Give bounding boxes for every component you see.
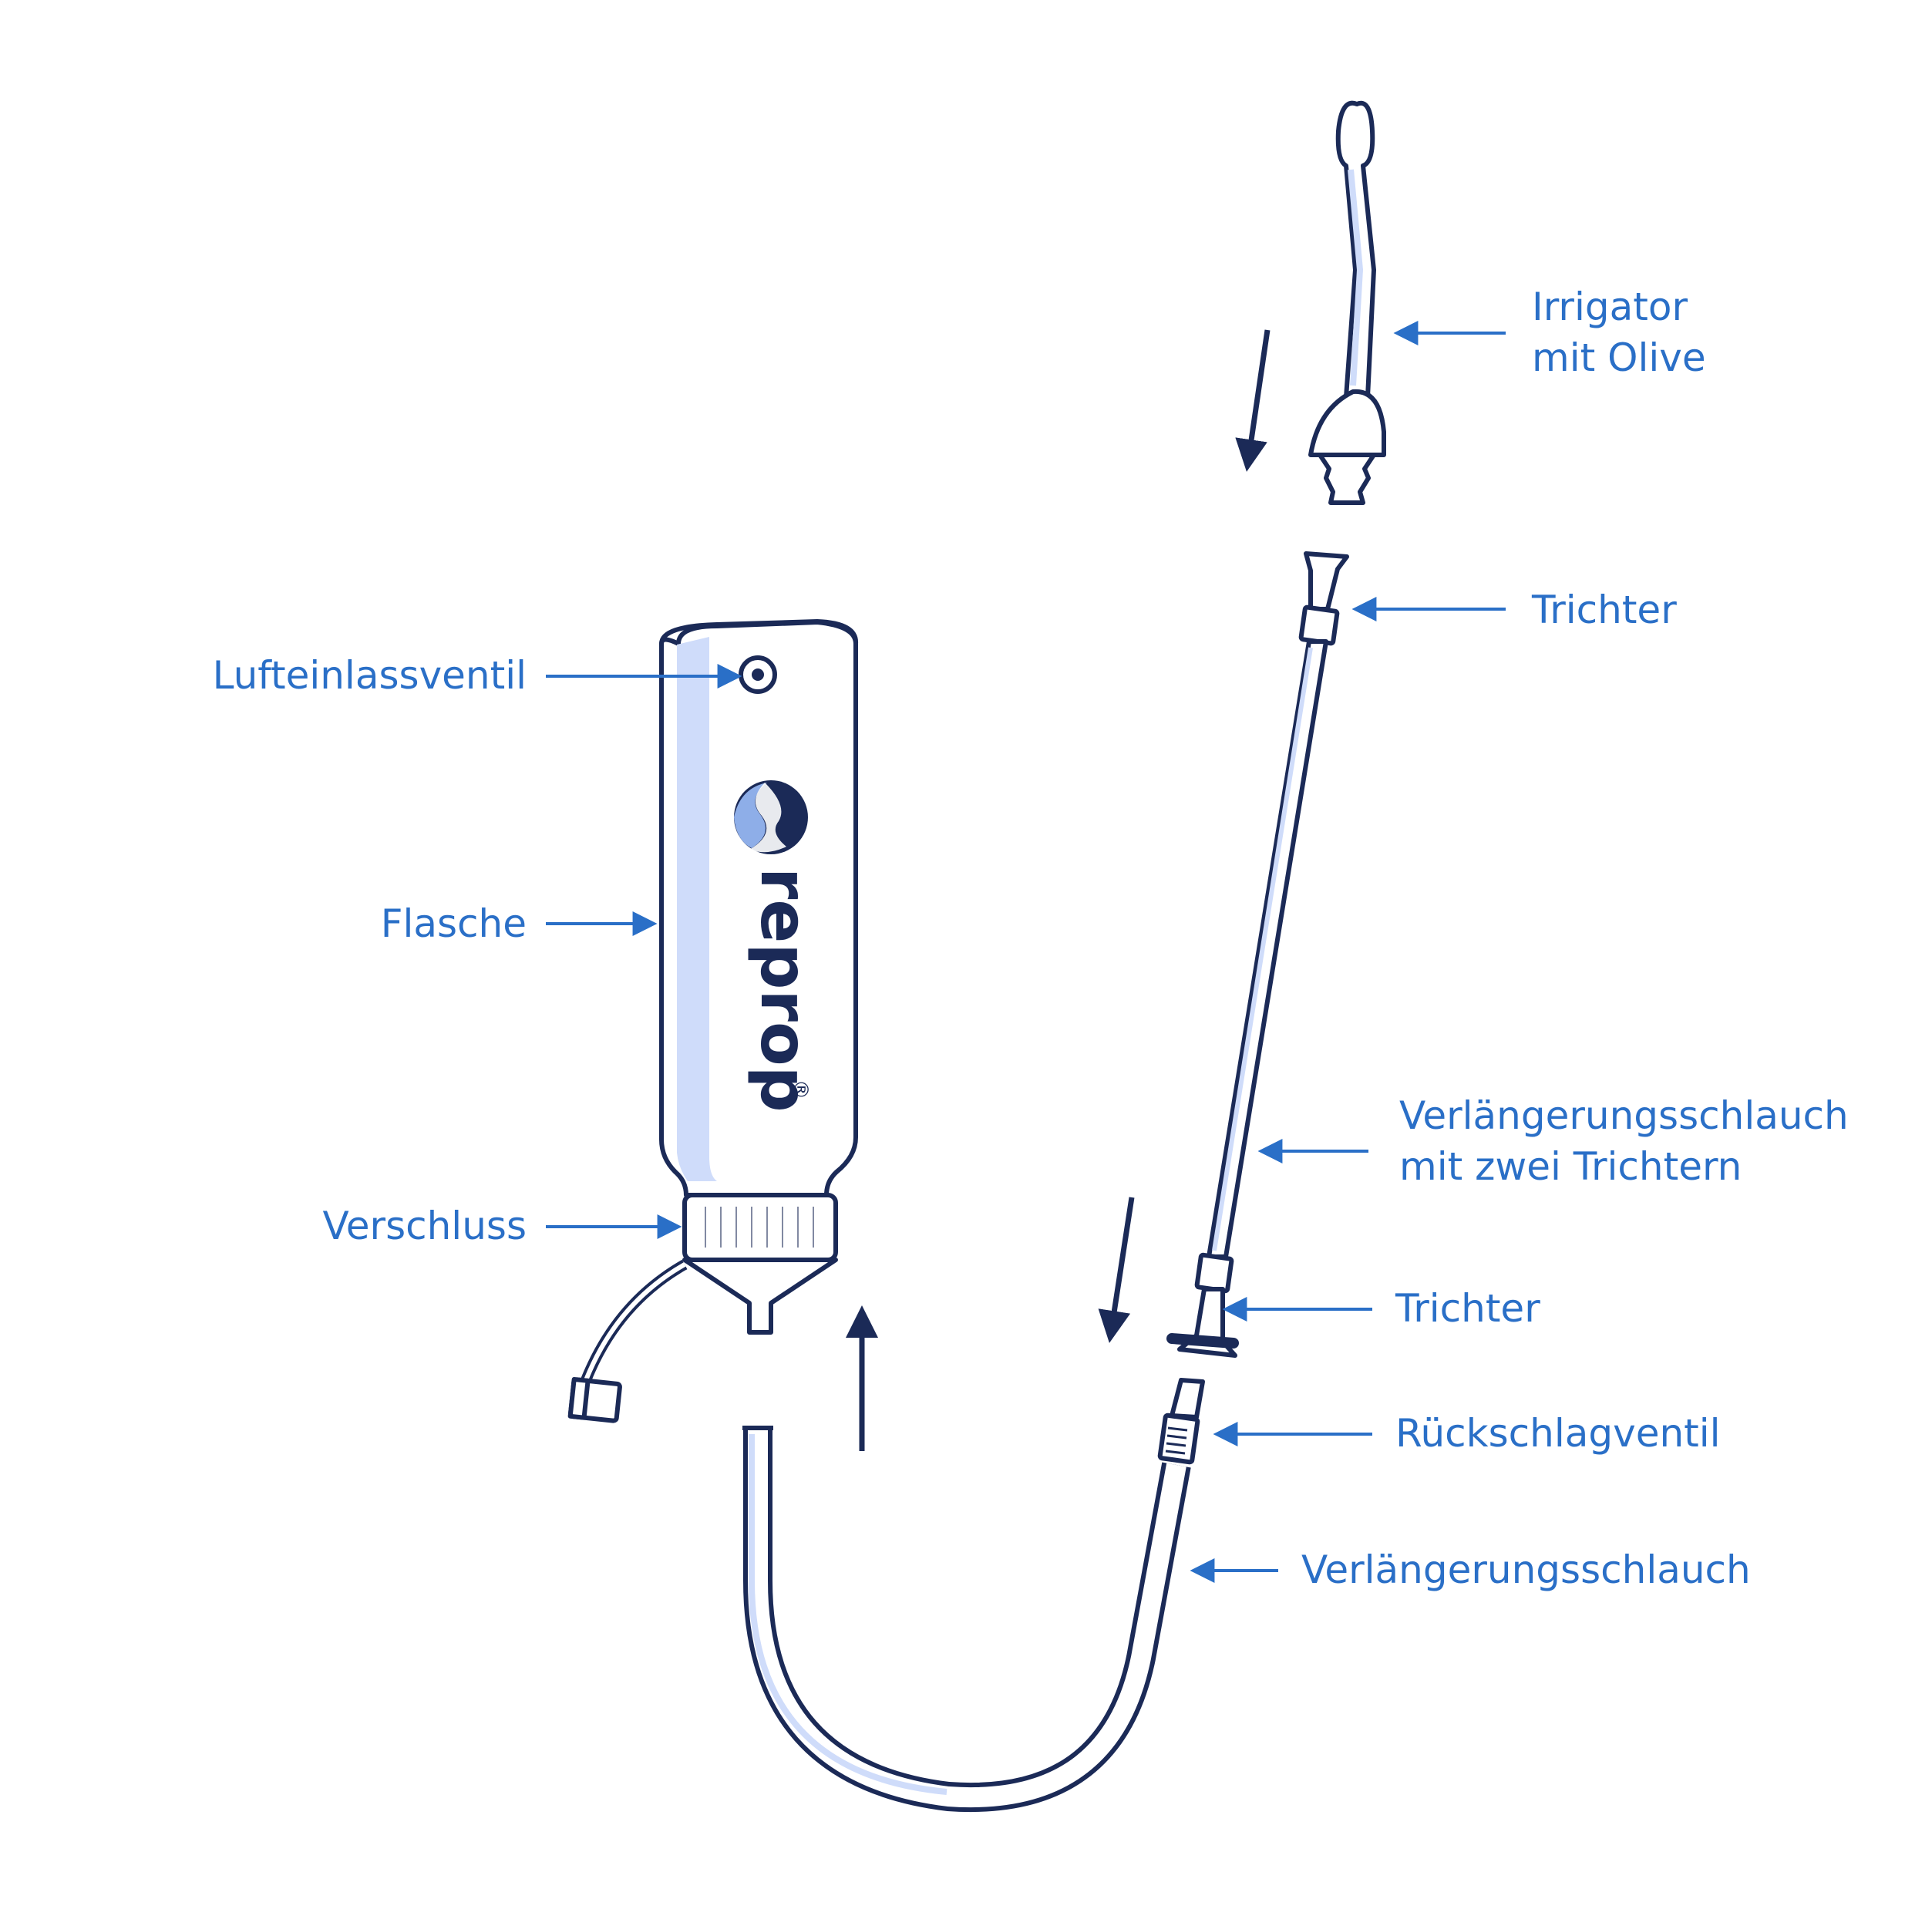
irrigator-with-olive: [1308, 100, 1386, 505]
air-inlet-valve-icon: [739, 655, 777, 694]
label-verlaengerung-two-funnels: Verlängerungsschlauch: [1399, 1093, 1849, 1138]
label-irrigator: Irrigator: [1532, 285, 1688, 329]
label-verschluss: Verschluss: [322, 1204, 527, 1248]
extension-tube-with-two-funnels: [1166, 551, 1349, 1358]
bottle-cap: [682, 1193, 838, 1335]
arrow-down-icon: [1098, 1197, 1135, 1343]
extension-tube: [742, 1426, 1191, 1812]
label-lufteinlassventil: Lufteinlassventil: [213, 653, 527, 698]
label-trichter-bottom: Trichter: [1395, 1286, 1540, 1331]
label-trichter-top: Trichter: [1531, 588, 1677, 632]
side-tether-cap: [567, 1259, 688, 1423]
brand-wordmark: reprop: [746, 867, 822, 1113]
label-irrigator-olive: mit Olive: [1532, 335, 1706, 380]
arrow-down-icon: [1235, 329, 1271, 472]
bottle: reprop ®: [659, 619, 859, 1197]
bottle-highlight: [677, 637, 717, 1181]
reprop-logo-icon: [734, 780, 808, 854]
label-rueckschlagventil: Rückschlagventil: [1395, 1411, 1721, 1456]
brand-registered-mark: ®: [789, 1079, 812, 1099]
label-verlaengerungsschlauch: Verlängerungsschlauch: [1301, 1547, 1751, 1592]
label-flasche: Flasche: [381, 901, 527, 946]
check-valve: [1157, 1378, 1205, 1465]
label-verlaengerung-two-funnels-sub: mit zwei Trichtern: [1399, 1144, 1742, 1189]
